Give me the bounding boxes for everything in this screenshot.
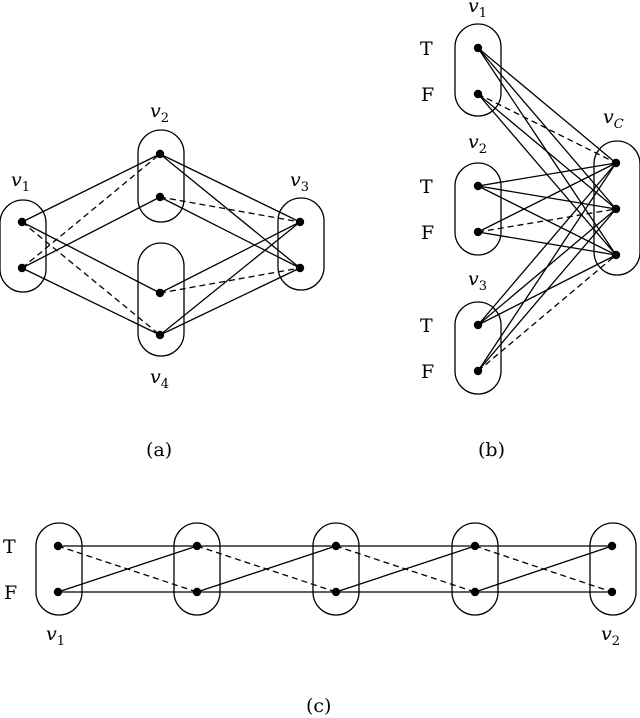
edge [159,267,301,294]
edge [21,267,161,336]
node-b-vc-2 [611,204,621,214]
label-c-f: F [4,582,17,604]
edge [477,93,617,164]
edge [57,545,198,593]
label-b-t2: T [420,176,433,198]
label-b-f1: F [421,84,434,106]
node-c-4-f [470,587,480,597]
edge [159,196,301,223]
node-c-3-t [331,541,341,551]
node-a-v3-t [295,217,305,227]
node-c-1-t [53,541,63,551]
edge [159,196,301,269]
edge [159,221,301,336]
edge [21,153,161,223]
group-b-v1 [454,23,502,117]
edge [159,153,301,269]
node-c-5-t [607,541,617,551]
edge [477,162,617,326]
node-a-v3-f [295,263,305,273]
node-a-v2-f [155,192,165,202]
edge [477,162,617,372]
node-b-v2-t [473,181,483,191]
label-c-v2: v2 [601,623,620,649]
edge [477,47,617,210]
edge [477,162,617,187]
group-a-v3 [277,197,325,291]
group-a-v2 [137,129,185,223]
node-b-vc-3 [611,250,621,260]
node-c-1-f [53,587,63,597]
node-b-v3-f [473,366,483,376]
node-b-v2-f [473,227,483,237]
node-a-v4-f [155,330,165,340]
node-a-v4-t [155,288,165,298]
group-b-vc [593,140,640,276]
panel-c: T F v1 v2 (c) [3,522,637,717]
edge [159,153,301,223]
edge [477,185,617,256]
node-b-v1-f [473,89,483,99]
label-b-v2: v2 [468,131,487,157]
label-a-v4: v4 [150,366,169,392]
label-c-v1: v1 [46,623,65,649]
node-c-2-f [192,587,202,597]
label-b-t1: T [420,38,433,60]
label-b-f3: F [421,361,434,383]
node-a-v2-t [155,149,165,159]
group-c-5 [589,522,637,616]
edge [477,162,617,233]
label-a-v2: v2 [150,100,169,126]
node-b-v1-t [473,43,483,53]
edge [477,254,617,372]
node-b-v3-t [473,320,483,330]
edge [159,267,301,336]
panel-a: v1 v2 v3 v4 (a) [0,100,325,461]
edge [159,221,301,294]
node-c-3-f [331,587,341,597]
edge [477,47,617,164]
group-a-v4 [137,242,185,357]
node-a-v1-f [17,263,27,273]
group-b-v3 [454,301,502,395]
label-b-vc: vC [603,106,624,132]
label-b-v3: v3 [468,268,487,294]
group-b-v2 [454,162,502,256]
node-c-2-t [192,541,202,551]
edge [477,208,617,372]
node-a-v1-t [17,217,27,227]
group-a-v1 [0,199,47,293]
node-b-vc-1 [611,158,621,168]
edge [477,208,617,233]
group-c-1 [35,522,83,616]
group-c-2 [173,522,221,616]
edge [474,545,613,593]
caption-a: (a) [146,439,172,461]
node-c-4-t [470,541,480,551]
group-c-4 [451,522,499,616]
panel-b: T F T F T F v1 v2 v3 vC (b) [420,0,640,461]
caption-b: (b) [478,439,505,461]
label-b-v1: v1 [468,0,487,21]
label-a-v3: v3 [290,169,309,195]
edge [21,196,161,269]
node-c-5-f [607,587,617,597]
label-c-t: T [3,536,16,558]
edge [477,93,617,210]
label-b-f2: F [421,222,434,244]
label-b-t3: T [420,315,433,337]
edge [335,545,476,593]
label-a-v1: v1 [11,169,30,195]
group-c-3 [312,522,360,616]
edge [196,545,337,593]
edge [21,221,161,294]
caption-c: (c) [306,695,331,717]
